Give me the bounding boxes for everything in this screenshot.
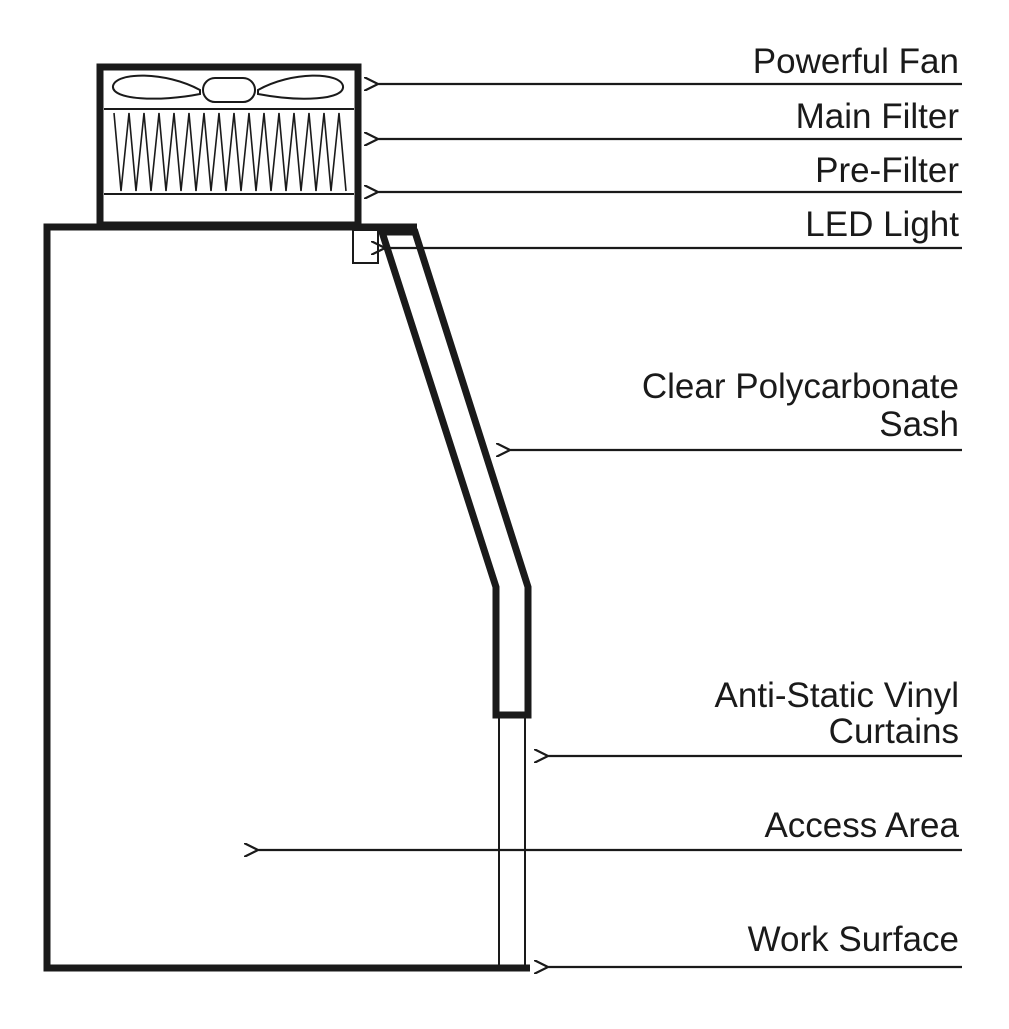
main-filter-label: Main Filter xyxy=(795,97,959,136)
curtains-label-line2: Curtains xyxy=(828,712,959,751)
cabinet-outline xyxy=(43,223,530,972)
led-light-fixture xyxy=(352,229,379,264)
vinyl-curtains xyxy=(498,718,526,965)
main-filter-pleats xyxy=(113,112,347,192)
fan-icon xyxy=(112,74,344,103)
sash-label-line2: Sash xyxy=(879,405,959,444)
led-light-label: LED Light xyxy=(805,205,959,244)
pre-filter-label: Pre-Filter xyxy=(815,151,959,190)
access-area-label: Access Area xyxy=(764,806,959,845)
powerful-fan-label: Powerful Fan xyxy=(752,42,959,81)
polycarbonate-sash xyxy=(377,228,532,719)
sash-label-line1: Clear Polycarbonate xyxy=(641,367,959,406)
curtains-label-line1: Anti-Static Vinyl xyxy=(714,676,959,715)
work-surface-label: Work Surface xyxy=(747,920,959,959)
filter-housing xyxy=(96,63,362,229)
